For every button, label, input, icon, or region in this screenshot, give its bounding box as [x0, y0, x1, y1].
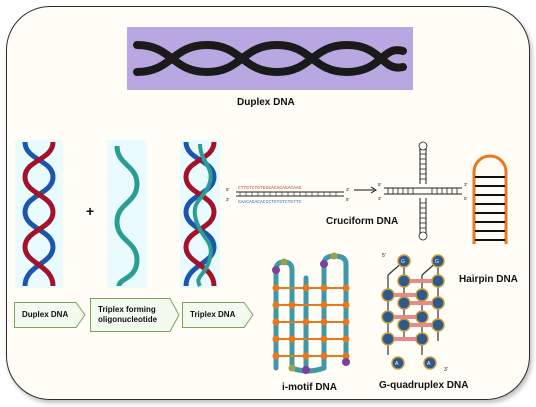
duplex-dna-column	[15, 140, 63, 288]
tfo-tag-line1: Triplex forming	[98, 305, 156, 314]
cruciform-right-5prime-b: 5'	[464, 196, 468, 201]
duplex-dna-tag-text: Duplex DNA	[22, 310, 69, 319]
cruciform-5prime-left: 5'	[226, 187, 230, 192]
triplex-column	[180, 140, 220, 288]
cruciform-right-3prime: 3'	[464, 182, 468, 187]
cruciform-3prime-right: 3'	[346, 187, 350, 192]
duplex-dna-title: Duplex DNA	[237, 97, 295, 108]
cruciform-structure: 5' 3' 3' 5'	[378, 141, 468, 241]
triplex-dna-tag: Triplex DNA	[182, 302, 254, 328]
tfo-tag: Triplex forming oligonucleotide	[90, 298, 180, 332]
duplex-helix-graphic	[133, 40, 407, 77]
tfo-column	[107, 140, 147, 288]
gq-top-right-letter: G	[435, 259, 439, 265]
tfo-tag-line2: oligonucleotide	[98, 315, 158, 324]
gq-bottom-left-letter: A	[395, 361, 399, 367]
hairpin-dna-label: Hairpin DNA	[459, 274, 518, 285]
duplex-helix-vertical	[22, 141, 56, 287]
gq-bottom-right-letter: A	[427, 361, 431, 367]
duplex-dna-tag: Duplex DNA	[14, 302, 86, 328]
cruciform-5prime-right: 5'	[346, 197, 350, 202]
gquadruplex-dna-graphic: G G A A 5' 3'	[381, 253, 448, 373]
triplex-dna-tag-shape	[182, 302, 254, 328]
cruciform-top-strand: CTTGTCTGTGGGACACAGACAAG	[238, 185, 302, 191]
triplex-helix	[183, 141, 217, 288]
cruciform-bottom-strand: GAACAGACACCCTGTGTCTGTTC	[238, 199, 302, 205]
tfo-tag-shape	[90, 298, 180, 332]
imotif-dna-label: i-motif DNA	[282, 382, 337, 393]
hairpin-dna-graphic	[472, 154, 508, 244]
gq-3prime: 3'	[444, 367, 448, 373]
duplex-dna-tag-shape	[14, 302, 86, 328]
gquadruplex-dna-label: G-quadruplex DNA	[379, 380, 469, 391]
cruciform-arrow	[354, 186, 377, 194]
gq-5prime: 5'	[382, 253, 386, 259]
cruciform-right-5prime: 5'	[378, 182, 382, 187]
cruciform-right-3prime-b: 3'	[378, 196, 382, 201]
gq-top-left-letter: G	[401, 259, 405, 265]
tfo-strand	[114, 145, 140, 287]
triplex-dna-tag-text: Triplex DNA	[190, 310, 236, 319]
plus-sign: +	[86, 203, 95, 219]
cruciform-linear-duplex: 5' 3' 3' 5' CTTGTCTGTGGGACACAGACAAG GAAC…	[226, 185, 350, 205]
imotif-dna-graphic	[272, 252, 350, 374]
cruciform-dna-label: Cruciform DNA	[326, 216, 399, 227]
cruciform-3prime-left: 3'	[226, 197, 230, 202]
duplex-dna-banner	[127, 27, 413, 90]
